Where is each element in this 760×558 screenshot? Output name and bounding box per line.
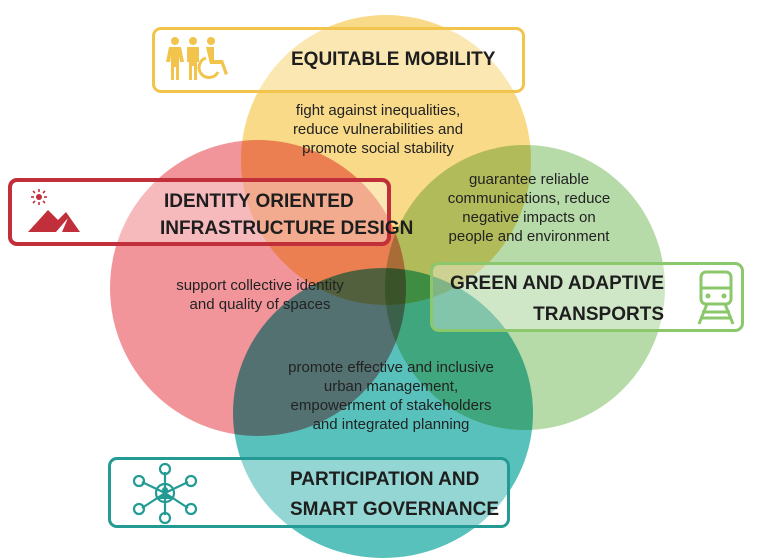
identity-design-title: IDENTITY ORIENTED INFRASTRUCTURE DESIGN: [160, 188, 414, 242]
desc-line: guarantee reliable: [468, 171, 590, 188]
desc-line: negative impacts on: [462, 209, 596, 226]
participation-governance-title: PARTICIPATION AND SMART GOVERNANCE: [290, 466, 499, 523]
desc-line: promote social stability: [302, 140, 454, 157]
desc-line: promote effective and inclusive: [288, 359, 494, 376]
desc-line: fight against inequalities,: [295, 102, 461, 119]
desc-line: and integrated planning: [312, 416, 470, 433]
identity-design-label-box: [8, 178, 391, 246]
title-line: PARTICIPATION AND: [290, 469, 480, 490]
train-icon: [697, 270, 735, 325]
green-transports-label-box: [430, 262, 744, 332]
equitable-mobility-title: EQUITABLE MOBILITY: [291, 49, 496, 70]
title-line: INFRASTRUCTURE DESIGN: [160, 218, 414, 239]
desc-line: communications, reduce: [447, 190, 611, 207]
desc-line: reduce vulnerabilities and: [292, 121, 464, 138]
title-line: IDENTITY ORIENTED: [164, 191, 354, 212]
desc-line: people and environment: [448, 228, 610, 245]
identity-design-description: support collective identity and quality …: [150, 276, 370, 314]
desc-line: empowerment of stakeholders: [290, 397, 492, 414]
green-transports-title: GREEN AND ADAPTIVE TRANSPORTS: [444, 270, 664, 328]
desc-line: and quality of spaces: [189, 296, 331, 313]
desc-line: urban management,: [323, 378, 459, 395]
title-line: SMART GOVERNANCE: [290, 499, 500, 520]
title-line: TRANSPORTS: [533, 304, 664, 325]
network-people-icon: [132, 462, 198, 524]
equitable-mobility-description: fight against inequalities, reduce vulne…: [268, 101, 488, 158]
title-line: GREEN AND ADAPTIVE: [450, 273, 664, 294]
landscape-sun-icon: [28, 189, 80, 232]
participation-governance-description: promote effective and inclusive urban ma…: [256, 358, 526, 434]
participation-governance-circle: [233, 268, 533, 558]
people-wheelchair-icon: [166, 37, 228, 80]
green-transports-description: guarantee reliable communications, reduc…: [424, 170, 634, 246]
desc-line: support collective identity: [176, 277, 344, 294]
